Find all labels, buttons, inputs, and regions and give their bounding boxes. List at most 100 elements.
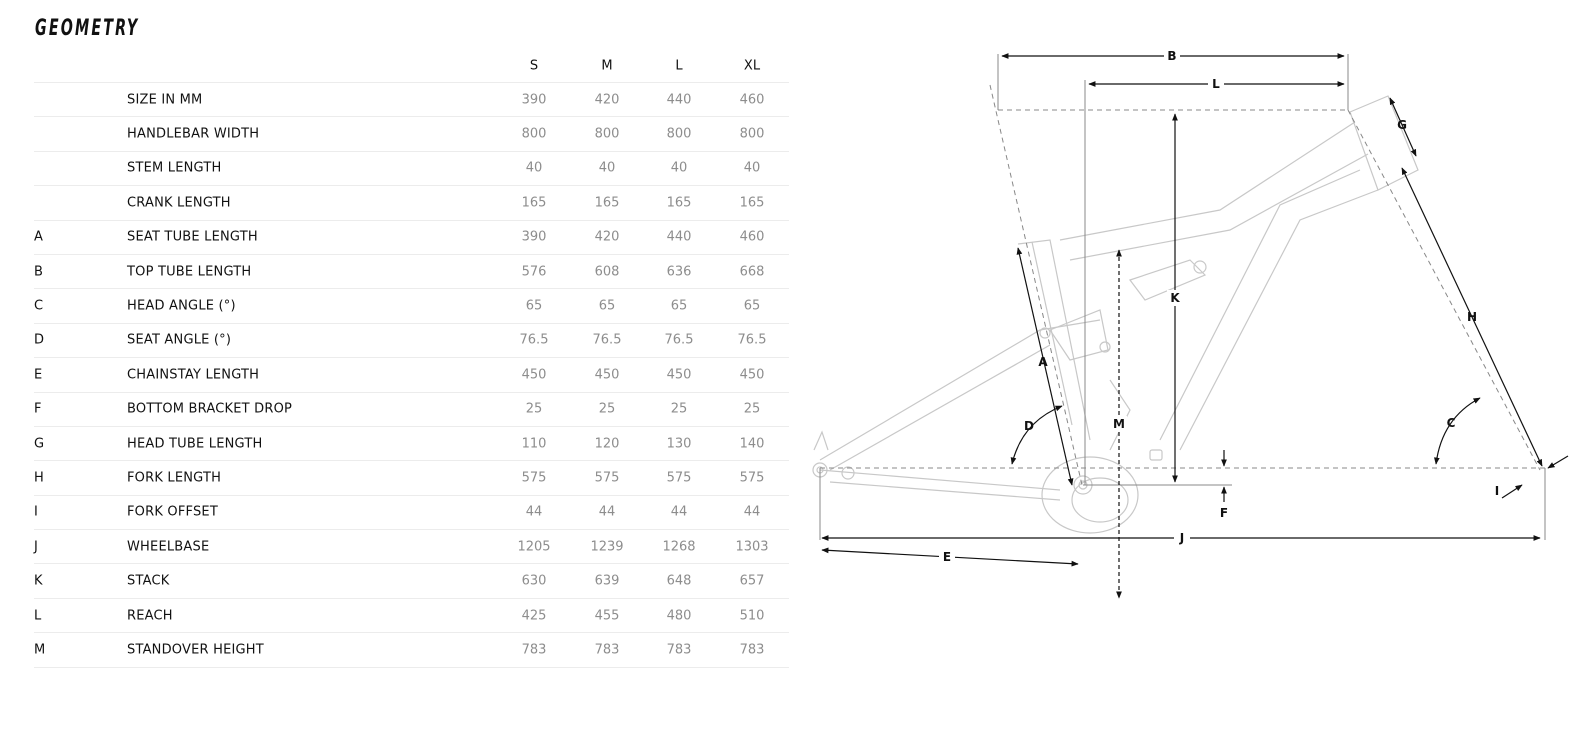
row-value-l: 1268 [662, 539, 696, 555]
row-value-xl: 450 [739, 367, 765, 383]
row-value-m: 165 [594, 195, 620, 211]
row-value-s: 450 [521, 367, 547, 383]
row-value-l: 800 [666, 126, 692, 142]
row-letter: I [34, 504, 38, 520]
row-label: HEAD TUBE LENGTH [127, 436, 263, 452]
row-value-m: 65 [598, 298, 616, 314]
row-letter: B [34, 264, 43, 280]
row-value-xl: 460 [739, 92, 765, 108]
row-value-m: 608 [594, 264, 620, 280]
bike-frame-outline [812, 95, 1419, 534]
row-letter: F [34, 401, 42, 417]
row-label: STEM LENGTH [127, 160, 222, 176]
row-value-s: 110 [521, 436, 547, 452]
row-value-s: 390 [521, 92, 547, 108]
row-value-l: 440 [666, 92, 692, 108]
row-value-s: 576 [521, 264, 547, 280]
row-value-s: 800 [521, 126, 547, 142]
label-f: F [1220, 506, 1228, 520]
row-value-l: 575 [666, 470, 692, 486]
row-value-xl: 460 [739, 229, 765, 245]
row-label: WHEELBASE [127, 539, 210, 555]
dim-a-arrow [1016, 247, 1074, 486]
row-value-xl: 575 [739, 470, 765, 486]
row-value-m: 420 [594, 229, 620, 245]
label-j: J [1179, 531, 1184, 545]
row-value-xl: 657 [739, 573, 765, 589]
row-value-l: 65 [670, 298, 688, 314]
row-value-l: 440 [666, 229, 692, 245]
dim-i-arrow-left [1501, 484, 1523, 499]
row-value-xl: 40 [743, 160, 761, 176]
dimension-arrows [821, 53, 1569, 599]
row-value-l: 636 [666, 264, 692, 280]
row-value-xl: 65 [743, 298, 761, 314]
dim-g-arrow [1389, 97, 1417, 157]
row-value-l: 130 [666, 436, 692, 452]
row-value-s: 575 [521, 470, 547, 486]
row-value-xl: 76.5 [737, 332, 767, 348]
row-label: FORK LENGTH [127, 470, 222, 486]
label-e: E [943, 550, 951, 564]
row-label: HEAD ANGLE (°) [127, 298, 236, 314]
row-value-xl: 510 [739, 608, 765, 624]
row-value-m: 44 [598, 504, 616, 520]
label-k: K [1170, 291, 1180, 305]
row-value-s: 630 [521, 573, 547, 589]
row-label: FORK OFFSET [127, 504, 218, 520]
row-value-m: 420 [594, 92, 620, 108]
table-header-row: S M L XL [34, 50, 789, 83]
row-label: REACH [127, 608, 173, 624]
row-value-m: 575 [594, 470, 620, 486]
label-l: L [1212, 77, 1220, 91]
size-header-l: L [675, 58, 683, 74]
row-value-xl: 668 [739, 264, 765, 280]
row-value-m: 455 [594, 608, 620, 624]
row-value-s: 390 [521, 229, 547, 245]
label-c: C [1447, 416, 1456, 430]
label-d: D [1024, 419, 1034, 433]
row-label: STACK [127, 573, 170, 589]
label-b: B [1167, 49, 1176, 63]
dim-h-arrow [1401, 167, 1543, 467]
row-value-m: 783 [594, 642, 620, 658]
row-value-m: 40 [598, 160, 616, 176]
row-value-s: 1205 [517, 539, 551, 555]
row-value-m: 1239 [590, 539, 624, 555]
label-i: I [1495, 484, 1499, 498]
row-value-xl: 1303 [735, 539, 769, 555]
row-letter: H [34, 470, 44, 486]
row-value-s: 76.5 [519, 332, 549, 348]
page-title: GEOMETRY [35, 16, 140, 41]
row-value-l: 44 [670, 504, 688, 520]
row-letter: A [34, 229, 43, 245]
row-label: CHAINSTAY LENGTH [127, 367, 260, 383]
row-label: SEAT ANGLE (°) [127, 332, 232, 348]
row-value-l: 76.5 [664, 332, 694, 348]
row-value-s: 783 [521, 642, 547, 658]
row-value-xl: 165 [739, 195, 765, 211]
dimension-labels: B L G K M A H C D F I J E [939, 47, 1499, 565]
size-header-s: S [529, 58, 539, 74]
row-value-l: 25 [670, 401, 688, 417]
row-value-s: 40 [525, 160, 543, 176]
row-letter: D [34, 332, 45, 348]
row-value-xl: 44 [743, 504, 761, 520]
table-row: H FORK LENGTH 575 575 575 575 [34, 461, 789, 496]
row-value-xl: 140 [739, 436, 765, 452]
